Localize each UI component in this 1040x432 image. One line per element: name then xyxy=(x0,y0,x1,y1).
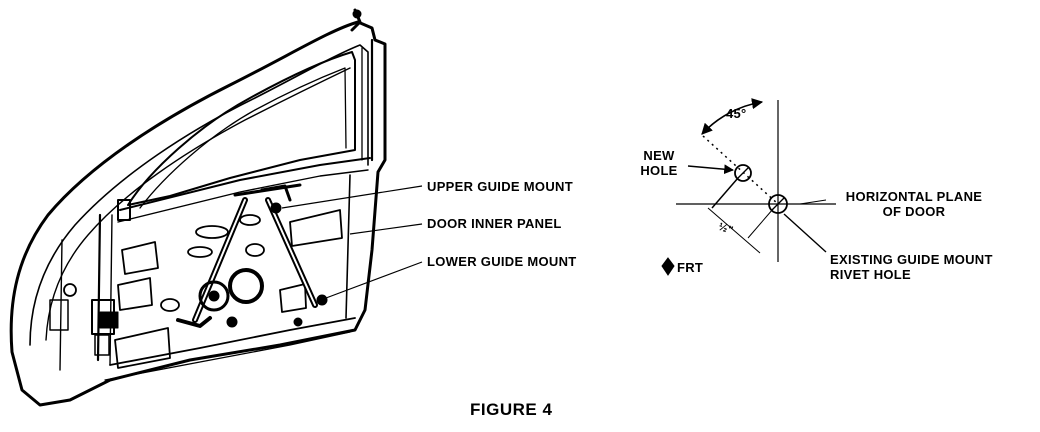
door-leaders xyxy=(281,185,423,299)
label-upper-guide-mount: UPPER GUIDE MOUNT xyxy=(427,179,573,194)
leader-door-inner-panel xyxy=(349,223,423,235)
front-indicator-icon xyxy=(661,257,675,276)
label-existing-guide-mount: EXISTING GUIDE MOUNT RIVET HOLE xyxy=(830,252,993,282)
existing-hole-marker xyxy=(768,194,788,214)
label-new-hole: NEW HOLE xyxy=(636,148,682,178)
label-existing-line2: RIVET HOLE xyxy=(830,267,912,282)
leader-lower-guide-mount xyxy=(325,261,423,299)
lower-guide-mount-rivet xyxy=(316,294,328,306)
label-door-inner-panel: DOOR INNER PANEL xyxy=(427,216,562,231)
door-outer-frame xyxy=(9,20,387,407)
label-new-hole-line2: HOLE xyxy=(640,163,678,178)
figure-caption: FIGURE 4 xyxy=(470,400,553,419)
regulator-motor xyxy=(198,280,230,312)
leader-new-hole xyxy=(687,164,734,175)
window-opening xyxy=(127,51,356,206)
door-illustration xyxy=(9,8,387,407)
label-existing-line1: EXISTING GUIDE MOUNT xyxy=(830,252,993,267)
hole-location-detail xyxy=(676,98,836,262)
label-horizontal-plane: HORIZONTAL PLANE OF DOOR xyxy=(834,189,994,219)
leader-upper-guide-mount xyxy=(281,185,423,209)
regulator-spring xyxy=(228,268,264,304)
label-horizontal-plane-line2: OF DOOR xyxy=(882,204,946,219)
label-angle-45: 45° xyxy=(726,106,747,121)
leader-existing-hole xyxy=(783,213,827,253)
lower-hinge xyxy=(49,299,69,331)
angle-arc xyxy=(701,98,764,135)
upper-guide-mount-rivet xyxy=(270,202,282,214)
label-front: FRT xyxy=(677,260,704,275)
label-new-hole-line1: NEW xyxy=(643,148,675,163)
window-regulator xyxy=(176,183,328,328)
new-hole-marker xyxy=(734,164,752,182)
inner-panel-holes xyxy=(114,209,343,369)
label-horizontal-plane-line1: HORIZONTAL PLANE xyxy=(845,189,983,204)
leader-horizontal-plane xyxy=(799,199,827,205)
forty-five-degree-line xyxy=(702,135,779,205)
label-lower-guide-mount: LOWER GUIDE MOUNT xyxy=(427,254,577,269)
